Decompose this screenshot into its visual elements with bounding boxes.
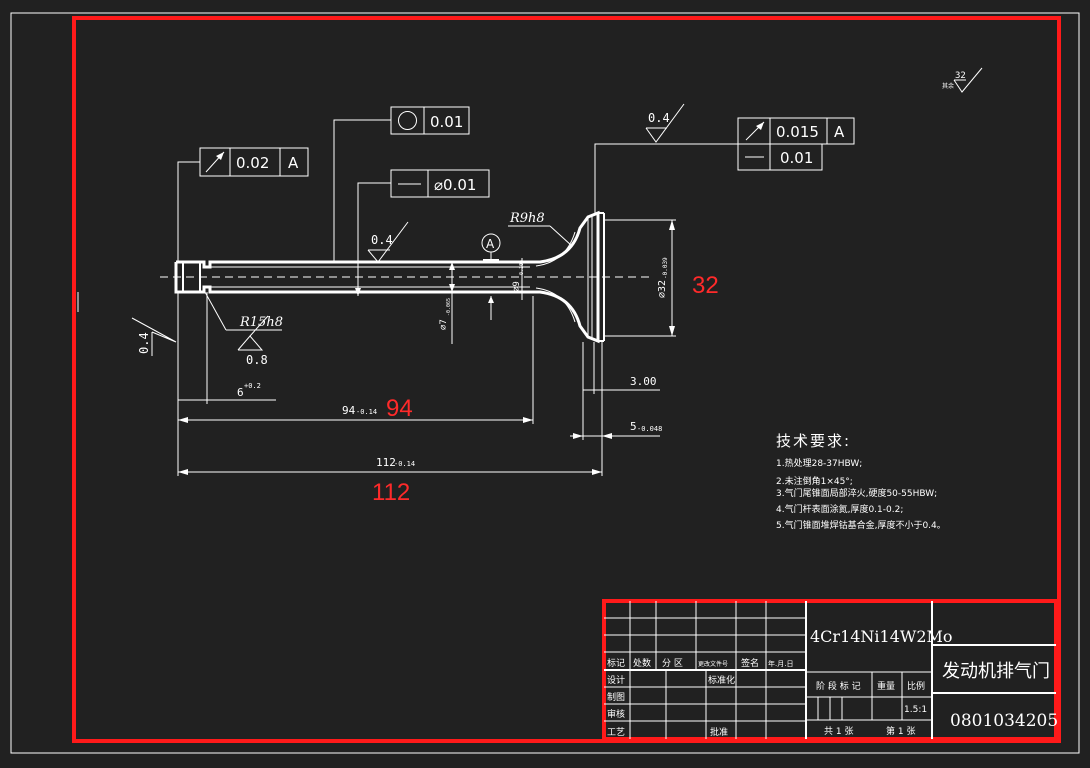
- svg-text:共 1 张: 共 1 张: [824, 726, 853, 737]
- svg-text:⌀9: ⌀9: [512, 281, 522, 292]
- svg-text:设计: 设计: [607, 674, 625, 686]
- svg-text:制图: 制图: [607, 691, 625, 703]
- svg-text:3.00: 3.00: [630, 375, 657, 388]
- dim-stem-diameter: ⌀7 -0.065: [439, 262, 455, 344]
- roughness-seat: 0.4: [645, 103, 685, 143]
- svg-text:分 区: 分 区: [662, 658, 683, 669]
- svg-text:比例: 比例: [907, 680, 925, 692]
- gdt-frame-roundness[interactable]: 0.01: [390, 106, 470, 135]
- gdt-frame-flatness[interactable]: 0.01: [737, 143, 823, 171]
- svg-text:标记: 标记: [607, 657, 625, 669]
- svg-text:第 1 张: 第 1 张: [886, 725, 915, 737]
- svg-text:0.8: 0.8: [246, 353, 268, 367]
- leader-straightness: [357, 182, 391, 296]
- gdt-straightness-value: ⌀0.01: [434, 176, 476, 194]
- svg-text:工艺: 工艺: [607, 727, 625, 738]
- dim-groove-length: 6 +0.2: [178, 382, 276, 401]
- svg-text:-0.039: -0.039: [662, 257, 669, 279]
- dim-length-112: 112 -0.14: [178, 456, 602, 475]
- gdt-runout-1-value: 0.02: [236, 154, 269, 172]
- title-block: 4Cr14Ni14W2Mo 发动机排气门 0801034205 标记 处数 分 …: [602, 599, 1058, 741]
- leader-runout-1: [177, 161, 200, 262]
- valve-outline: [174, 210, 605, 344]
- svg-text:R9h8: R9h8: [509, 211, 545, 226]
- svg-text:更改文件号: 更改文件号: [698, 660, 728, 668]
- tech-line-4: 4.气门杆表面涂氮,厚度0.1-0.2;: [776, 503, 903, 515]
- svg-text:-0.14: -0.14: [394, 460, 415, 468]
- svg-text:A: A: [486, 237, 495, 251]
- gdt-flatness-value: 0.01: [780, 149, 813, 167]
- gdt-frame-straightness[interactable]: ⌀0.01: [390, 169, 490, 198]
- leader-arrowhead: [355, 288, 361, 296]
- svg-text:重量: 重量: [877, 680, 895, 692]
- callout-r9: R9h8: [508, 211, 573, 247]
- extension-lines: [177, 219, 676, 476]
- gdt-runout-2-datum: A: [834, 123, 845, 141]
- svg-text:112: 112: [376, 456, 396, 469]
- part-name: 发动机排气门: [942, 661, 1050, 682]
- svg-text:32: 32: [955, 71, 966, 81]
- runout-arrow-icon: [205, 151, 225, 173]
- svg-text:-0.14: -0.14: [356, 408, 377, 416]
- annotation-32: 32: [692, 272, 719, 299]
- svg-text:-0.065: -0.065: [446, 298, 452, 316]
- circularity-icon: [398, 111, 417, 130]
- callout-r15: R15h8: [204, 291, 283, 331]
- svg-text:1.5:1: 1.5:1: [904, 705, 927, 715]
- roughness-stem: 0.4: [367, 221, 409, 263]
- svg-text:6: 6: [237, 386, 244, 399]
- svg-text:审核: 审核: [607, 708, 625, 720]
- svg-text:0.4: 0.4: [137, 332, 151, 354]
- tech-line-1: 1.热处理28-37HBW;: [776, 457, 862, 469]
- material-text: 4Cr14Ni14W2Mo: [810, 627, 953, 646]
- dim-seat-width: 5 -0.048: [570, 420, 662, 439]
- gdt-runout-2-value: 0.015: [776, 123, 819, 141]
- drawing-number: 0801034205: [950, 711, 1058, 731]
- svg-text:⌀32: ⌀32: [657, 280, 668, 298]
- sheet-outer-border: [10, 12, 1080, 754]
- dim-head-thickness: 3.00: [583, 375, 660, 391]
- leader-roundness: [333, 119, 391, 262]
- annotation-112: 112: [372, 479, 410, 506]
- svg-text:R15h8: R15h8: [239, 315, 283, 330]
- gdt-runout-1-datum: A: [288, 154, 299, 172]
- svg-text:签名: 签名: [741, 657, 759, 669]
- gdt-roundness-value: 0.01: [430, 113, 463, 131]
- runout-arrow-icon: [745, 121, 765, 141]
- roughness-default: 32 其余: [942, 67, 983, 93]
- svg-text:批准: 批准: [710, 726, 728, 738]
- gdt-frame-runout-1[interactable]: 0.02 A: [199, 147, 309, 177]
- datum-a-symbol: A: [481, 233, 501, 320]
- dim-head-diameter: ⌀32 -0.039: [657, 220, 675, 336]
- tech-line-5: 5.气门锥面堆焊钴基合金,厚度不小于0.4。: [776, 519, 946, 531]
- roughness-groove: 0.8: [237, 315, 269, 367]
- tech-title: 技术要求:: [776, 432, 851, 450]
- dim-length-94: 94 -0.14: [178, 404, 533, 423]
- svg-text:年.月.日: 年.月.日: [768, 659, 793, 668]
- svg-text:5: 5: [630, 420, 637, 433]
- svg-text:⌀7: ⌀7: [439, 319, 449, 330]
- gdt-frame-runout-2[interactable]: 0.015 A: [737, 117, 855, 145]
- svg-text:0.4: 0.4: [648, 111, 670, 125]
- svg-text:-0.048: -0.048: [637, 425, 662, 433]
- roughness-end: 0.4: [131, 317, 177, 356]
- annotation-94: 94: [386, 395, 413, 422]
- technical-requirements: 技术要求: 1.热处理28-37HBW; 2.未注倒角1×45°; 3.气门尾锥…: [776, 432, 946, 531]
- svg-text:处数: 处数: [633, 657, 651, 669]
- svg-text:0.4: 0.4: [371, 233, 393, 247]
- svg-text:-0.100: -0.100: [519, 260, 525, 278]
- leader-runout-2: [594, 143, 738, 213]
- svg-text:94: 94: [342, 404, 356, 417]
- svg-text:+0.2: +0.2: [244, 382, 261, 390]
- svg-text:其余: 其余: [942, 82, 954, 90]
- svg-text:阶 段 标 记: 阶 段 标 记: [816, 680, 861, 692]
- tech-line-2: 2.未注倒角1×45°;: [776, 475, 853, 487]
- tech-line-3: 3.气门尾锥面局部淬火,硬度50-55HBW;: [776, 487, 937, 499]
- drawing-frame-highlight: [72, 16, 1061, 743]
- dim-neck-diameter: ⌀9 -0.100: [512, 258, 525, 300]
- svg-text:标准化: 标准化: [708, 674, 735, 686]
